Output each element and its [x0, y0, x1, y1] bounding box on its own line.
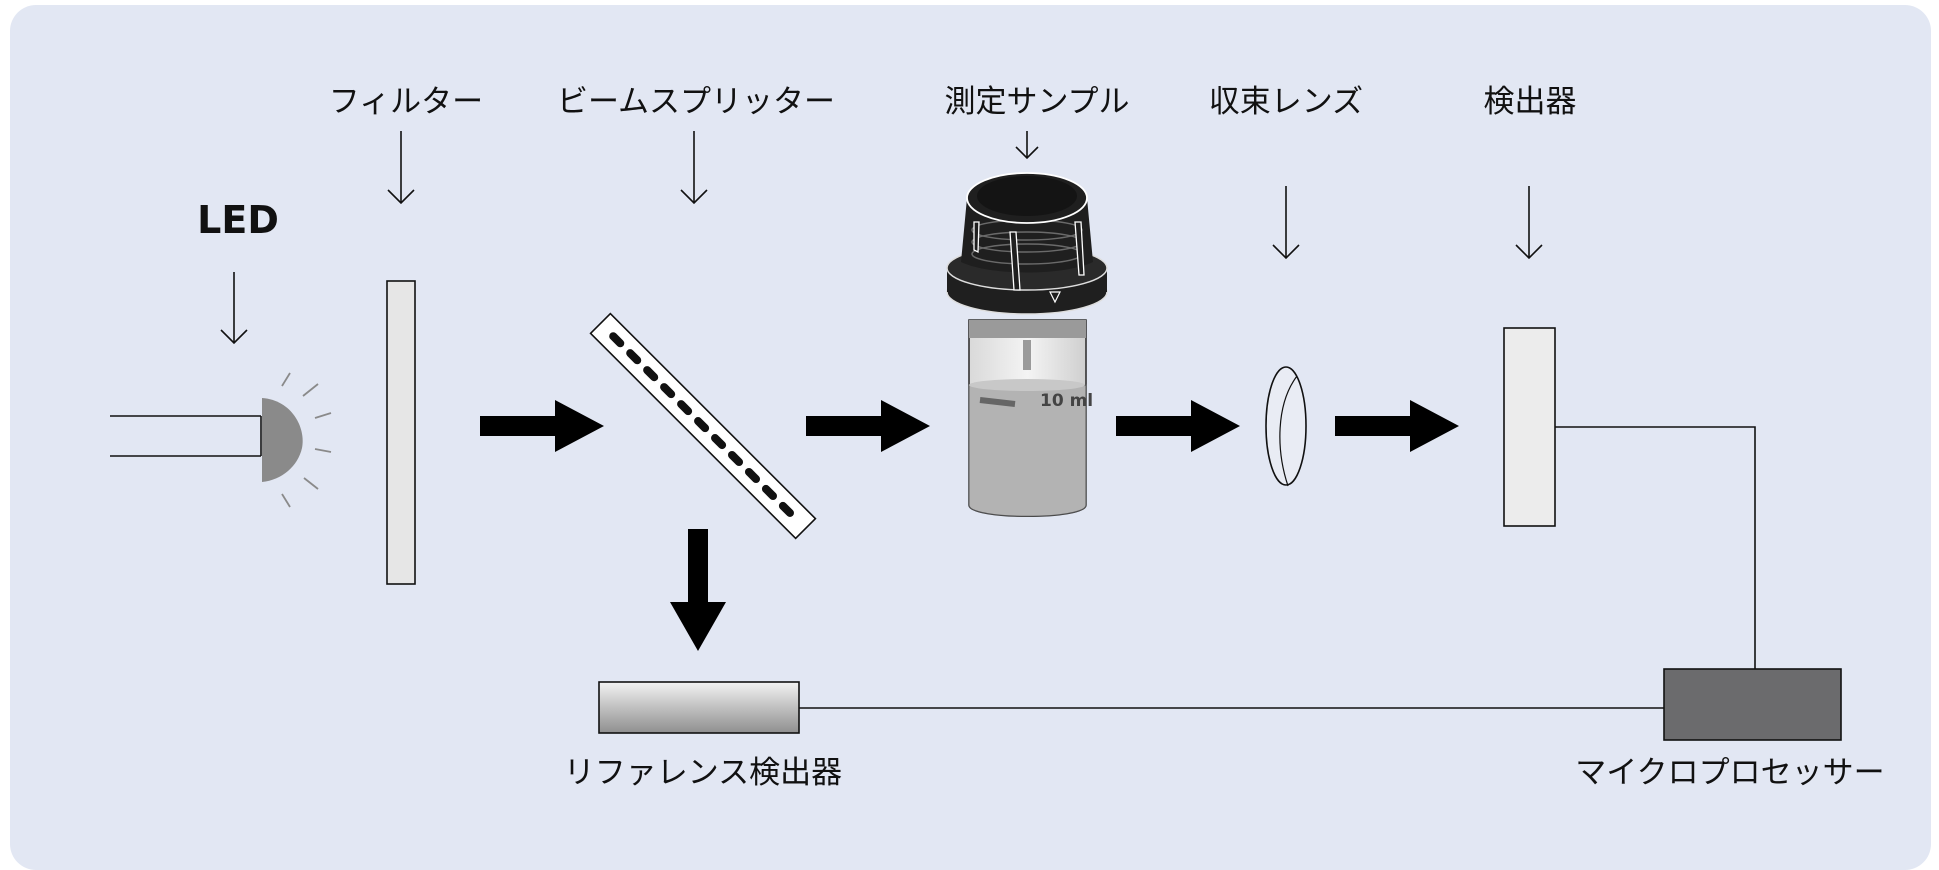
sample-pointer-arrow	[1015, 131, 1039, 160]
led-lamp-icon	[262, 398, 303, 482]
microprocessor-label: マイクロプロセッサー	[1575, 755, 1884, 791]
lens-pointer-arrow	[1272, 186, 1300, 260]
beam-arrow-3	[1116, 400, 1240, 452]
beam-arrow-2	[806, 400, 930, 452]
microprocessor-block	[1663, 668, 1842, 741]
sample-label: 測定サンプル	[944, 84, 1129, 120]
beam-splitter-label: ビームスプリッター	[557, 84, 835, 120]
detector-pointer-arrow	[1515, 186, 1543, 260]
light-rays-icon	[281, 372, 332, 508]
led-pointer-arrow	[220, 272, 248, 345]
reference-detector-label: リファレンス検出器	[564, 755, 842, 791]
detector-block	[1503, 327, 1556, 527]
beam-arrow-down	[670, 529, 726, 651]
beam-splitter	[589, 312, 817, 540]
filter-label: フィルター	[329, 84, 483, 120]
reference-detector-block	[598, 681, 800, 734]
lens-label: 収束レンズ	[1209, 84, 1363, 120]
converging-lens	[1265, 366, 1307, 487]
beam-arrow-4	[1335, 400, 1459, 452]
detector-label: 検出器	[1484, 84, 1577, 120]
led-label: LED	[197, 198, 279, 242]
beam-splitter-pointer-arrow	[680, 131, 708, 205]
led-source	[110, 372, 332, 508]
beam-arrow-1	[480, 400, 604, 452]
sample-vial: 10 ml	[946, 172, 1108, 517]
pointer-arrows	[220, 131, 1543, 345]
filter-pointer-arrow	[387, 131, 415, 205]
vial-volume-mark: 10 ml	[1040, 391, 1093, 411]
wiring	[798, 426, 1756, 709]
filter-plate	[386, 280, 416, 585]
detector-wire	[1555, 426, 1756, 669]
beam-arrows	[480, 400, 1459, 651]
